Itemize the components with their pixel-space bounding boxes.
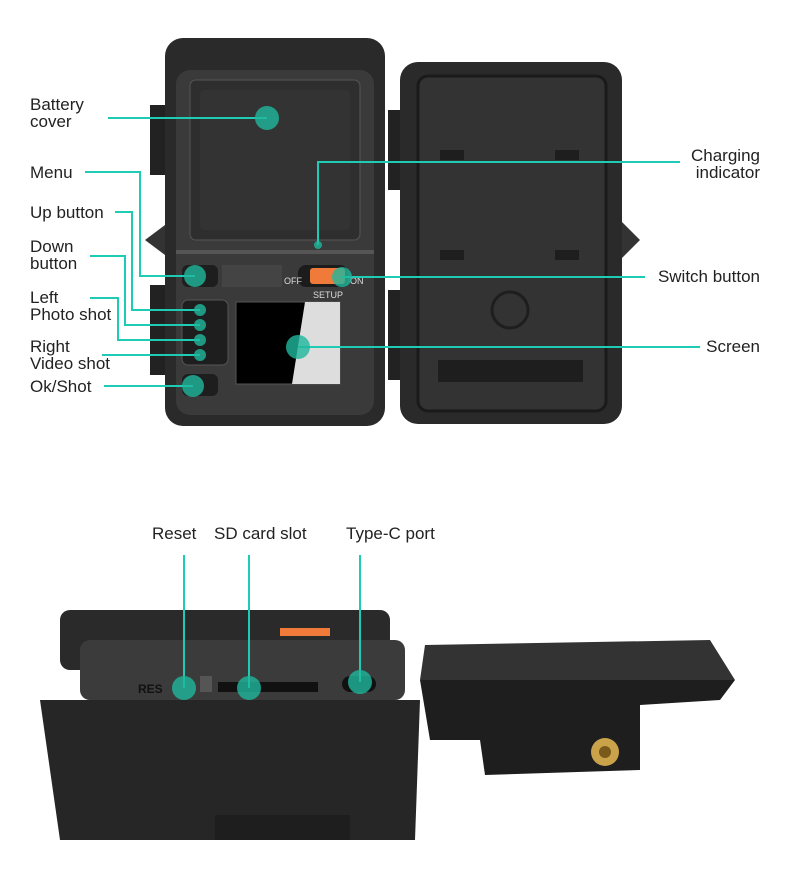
label-line: Photo shot xyxy=(30,305,112,324)
sd-card-slot-label: SD card slot xyxy=(214,524,307,543)
label-line: Right xyxy=(30,337,70,356)
label-line: Down xyxy=(30,237,74,256)
camera-front-body xyxy=(145,38,385,426)
menu-label: Menu xyxy=(30,163,73,182)
up-button-label: Up button xyxy=(30,203,104,222)
camera-door xyxy=(388,62,640,424)
label-line: indicator xyxy=(695,163,760,182)
ok-shot-label: Ok/Shot xyxy=(30,377,92,396)
label-line: cover xyxy=(30,112,72,131)
leader-lines xyxy=(85,117,700,688)
reset-mark: RES xyxy=(138,682,163,696)
label-line: button xyxy=(30,254,78,273)
screen-label: Screen xyxy=(706,337,760,356)
type-c-port-label: Type-C port xyxy=(346,524,435,543)
label-line: Left xyxy=(30,288,59,307)
label-line: Battery xyxy=(30,95,84,114)
label-line: Charging xyxy=(691,146,760,165)
switch-off-mark: OFF xyxy=(284,276,302,286)
label-line: Video shot xyxy=(30,354,111,373)
callout-dots xyxy=(172,106,372,700)
switch-button-label: Switch button xyxy=(657,267,760,286)
camera-bottom-body xyxy=(40,610,735,840)
switch-on-mark: ON xyxy=(350,276,364,286)
reset-label: Reset xyxy=(152,524,197,543)
switch-setup-mark: SETUP xyxy=(313,290,343,300)
